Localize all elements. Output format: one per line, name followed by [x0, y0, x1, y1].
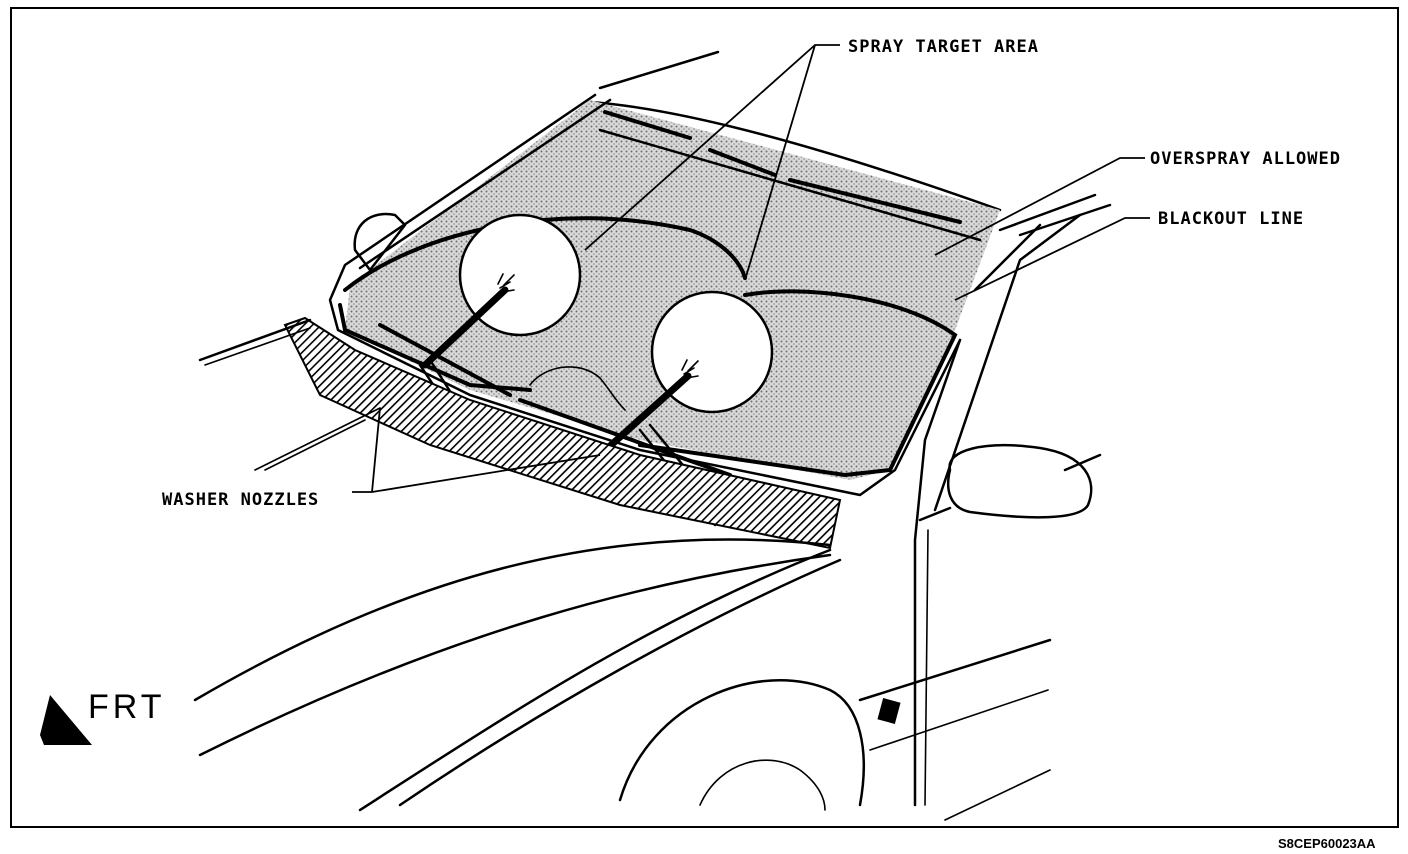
roof-line [598, 50, 720, 90]
leader-washer-nozzles [352, 407, 601, 493]
figure-code: S8CEP60023AA [1278, 836, 1376, 851]
label-spray-target-area: SPRAY TARGET AREA [848, 37, 1039, 57]
figure-border [10, 7, 1399, 828]
leader-blackout [954, 217, 1150, 301]
label-blackout-line: BLACKOUT LINE [1158, 209, 1304, 229]
hood [198, 318, 312, 362]
label-washer-nozzles: WASHER NOZZLES [162, 490, 319, 510]
wheel-arch [618, 679, 865, 807]
label-overspray-allowed: OVERSPRAY ALLOWED [1150, 149, 1341, 169]
cowl [283, 316, 842, 550]
overspray-area [345, 100, 1000, 480]
side-mirror [946, 444, 1093, 519]
left-mirror [353, 212, 407, 272]
leader-spray-target [584, 44, 840, 281]
spray-jet-left [421, 286, 509, 369]
windshield-frame [328, 93, 962, 497]
blackout-line [343, 216, 747, 292]
leader-overspray [934, 157, 1145, 256]
front-arrow-icon [40, 695, 92, 745]
front-indicator: FRT [88, 688, 165, 726]
